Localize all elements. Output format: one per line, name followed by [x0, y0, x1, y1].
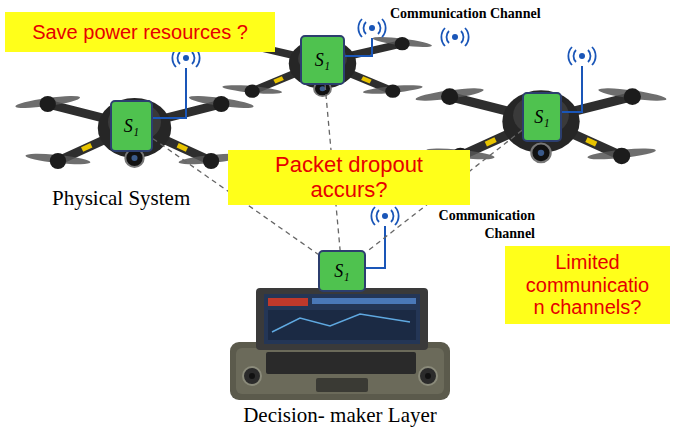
caption-label: Communication Channel	[390, 5, 550, 23]
laptop	[230, 288, 450, 400]
laptop-part	[243, 367, 261, 385]
antenna-icons-part	[371, 207, 398, 225]
antenna-icons-part	[358, 19, 385, 37]
laptop-part	[272, 314, 410, 332]
caption-label: Communication Channel	[435, 207, 535, 243]
antenna-wires-part	[366, 226, 385, 268]
laptop-part	[264, 294, 420, 344]
sensor-box: S₁	[318, 250, 366, 292]
sensor-box: S₁	[110, 100, 153, 152]
antenna-icons-part	[568, 47, 595, 65]
antenna-icons-part	[441, 28, 468, 46]
sensor-box: S₁	[300, 35, 345, 85]
laptop-part	[419, 367, 437, 385]
drone-left	[15, 94, 254, 169]
question-callout: Save power resources ?	[5, 12, 275, 52]
node-text: S₁	[315, 50, 330, 70]
antenna-wires-part	[153, 68, 186, 118]
laptop-part	[256, 288, 428, 350]
node-text: Save power resources ?	[32, 21, 248, 43]
laptop-part	[268, 298, 308, 306]
antenna-wires	[153, 38, 582, 268]
node-text: Limited communicatio n channels?	[521, 251, 655, 318]
antenna-wires-part	[345, 38, 372, 56]
node-text: S₁	[124, 116, 139, 136]
antenna-wires-part	[562, 66, 582, 112]
node-text: S₁	[534, 107, 549, 127]
sensor-box: S₁	[522, 92, 562, 142]
drone-left-part	[15, 94, 254, 169]
laptop-part	[268, 310, 416, 340]
node-text: Packet dropout accurs?	[259, 153, 439, 202]
laptop-part	[230, 342, 450, 400]
caption-label: Physical System	[52, 186, 222, 210]
node-text: S₁	[334, 261, 349, 281]
laptop-part	[236, 348, 444, 394]
laptop-part	[266, 352, 416, 374]
laptop-part	[316, 378, 368, 392]
laptop-part	[425, 373, 431, 379]
laptop-part	[312, 298, 416, 304]
question-callout: Packet dropout accurs?	[228, 150, 470, 205]
question-callout: Limited communicatio n channels?	[505, 246, 670, 324]
laptop-part	[249, 373, 255, 379]
caption-label: Decision- maker Layer	[200, 403, 480, 427]
